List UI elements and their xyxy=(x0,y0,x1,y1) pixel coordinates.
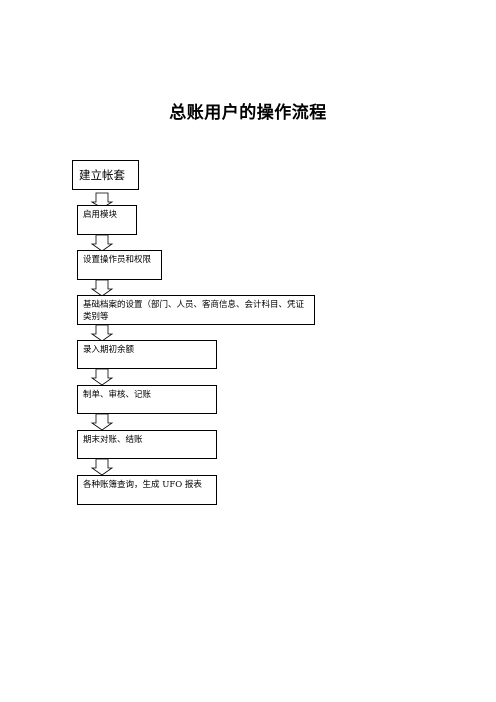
step-label: 基础档案的设置（部门、人员、客商信息、会计科目、凭证类别等 xyxy=(83,300,305,322)
step-basic-archive-setup: 基础档案的设置（部门、人员、客商信息、会计科目、凭证类别等 xyxy=(77,295,315,325)
page-title: 总账用户的操作流程 xyxy=(169,103,327,123)
flow-arrow-3 xyxy=(90,279,114,297)
step-label: 启用模块 xyxy=(83,210,118,220)
step-enter-opening-balance: 录入期初余额 xyxy=(77,340,217,369)
step-period-end-close: 期末对账、结账 xyxy=(77,430,217,459)
step-label: 录入期初余额 xyxy=(83,345,135,355)
flow-arrow-5 xyxy=(90,368,114,386)
step-create-account-set: 建立帐套 xyxy=(72,160,139,190)
flow-arrow-2 xyxy=(90,234,114,252)
step-set-operators-permissions: 设置操作员和权限 xyxy=(77,250,162,280)
step-label: 制单、审核、记账 xyxy=(83,390,152,400)
step-enable-modules: 启用模块 xyxy=(77,205,137,235)
step-label: 期末对账、结账 xyxy=(83,435,143,445)
flow-arrow-4 xyxy=(90,324,114,342)
step-label: 各种账簿查询，生成 UFO 报表 xyxy=(83,480,202,490)
step-voucher-review-post: 制单、审核、记账 xyxy=(77,385,217,414)
step-ledger-query-ufo-report: 各种账簿查询，生成 UFO 报表 xyxy=(77,475,217,505)
step-label: 建立帐套 xyxy=(79,168,125,182)
flow-arrow-7 xyxy=(90,458,114,476)
step-label: 设置操作员和权限 xyxy=(83,255,152,265)
flow-arrow-6 xyxy=(90,413,114,431)
